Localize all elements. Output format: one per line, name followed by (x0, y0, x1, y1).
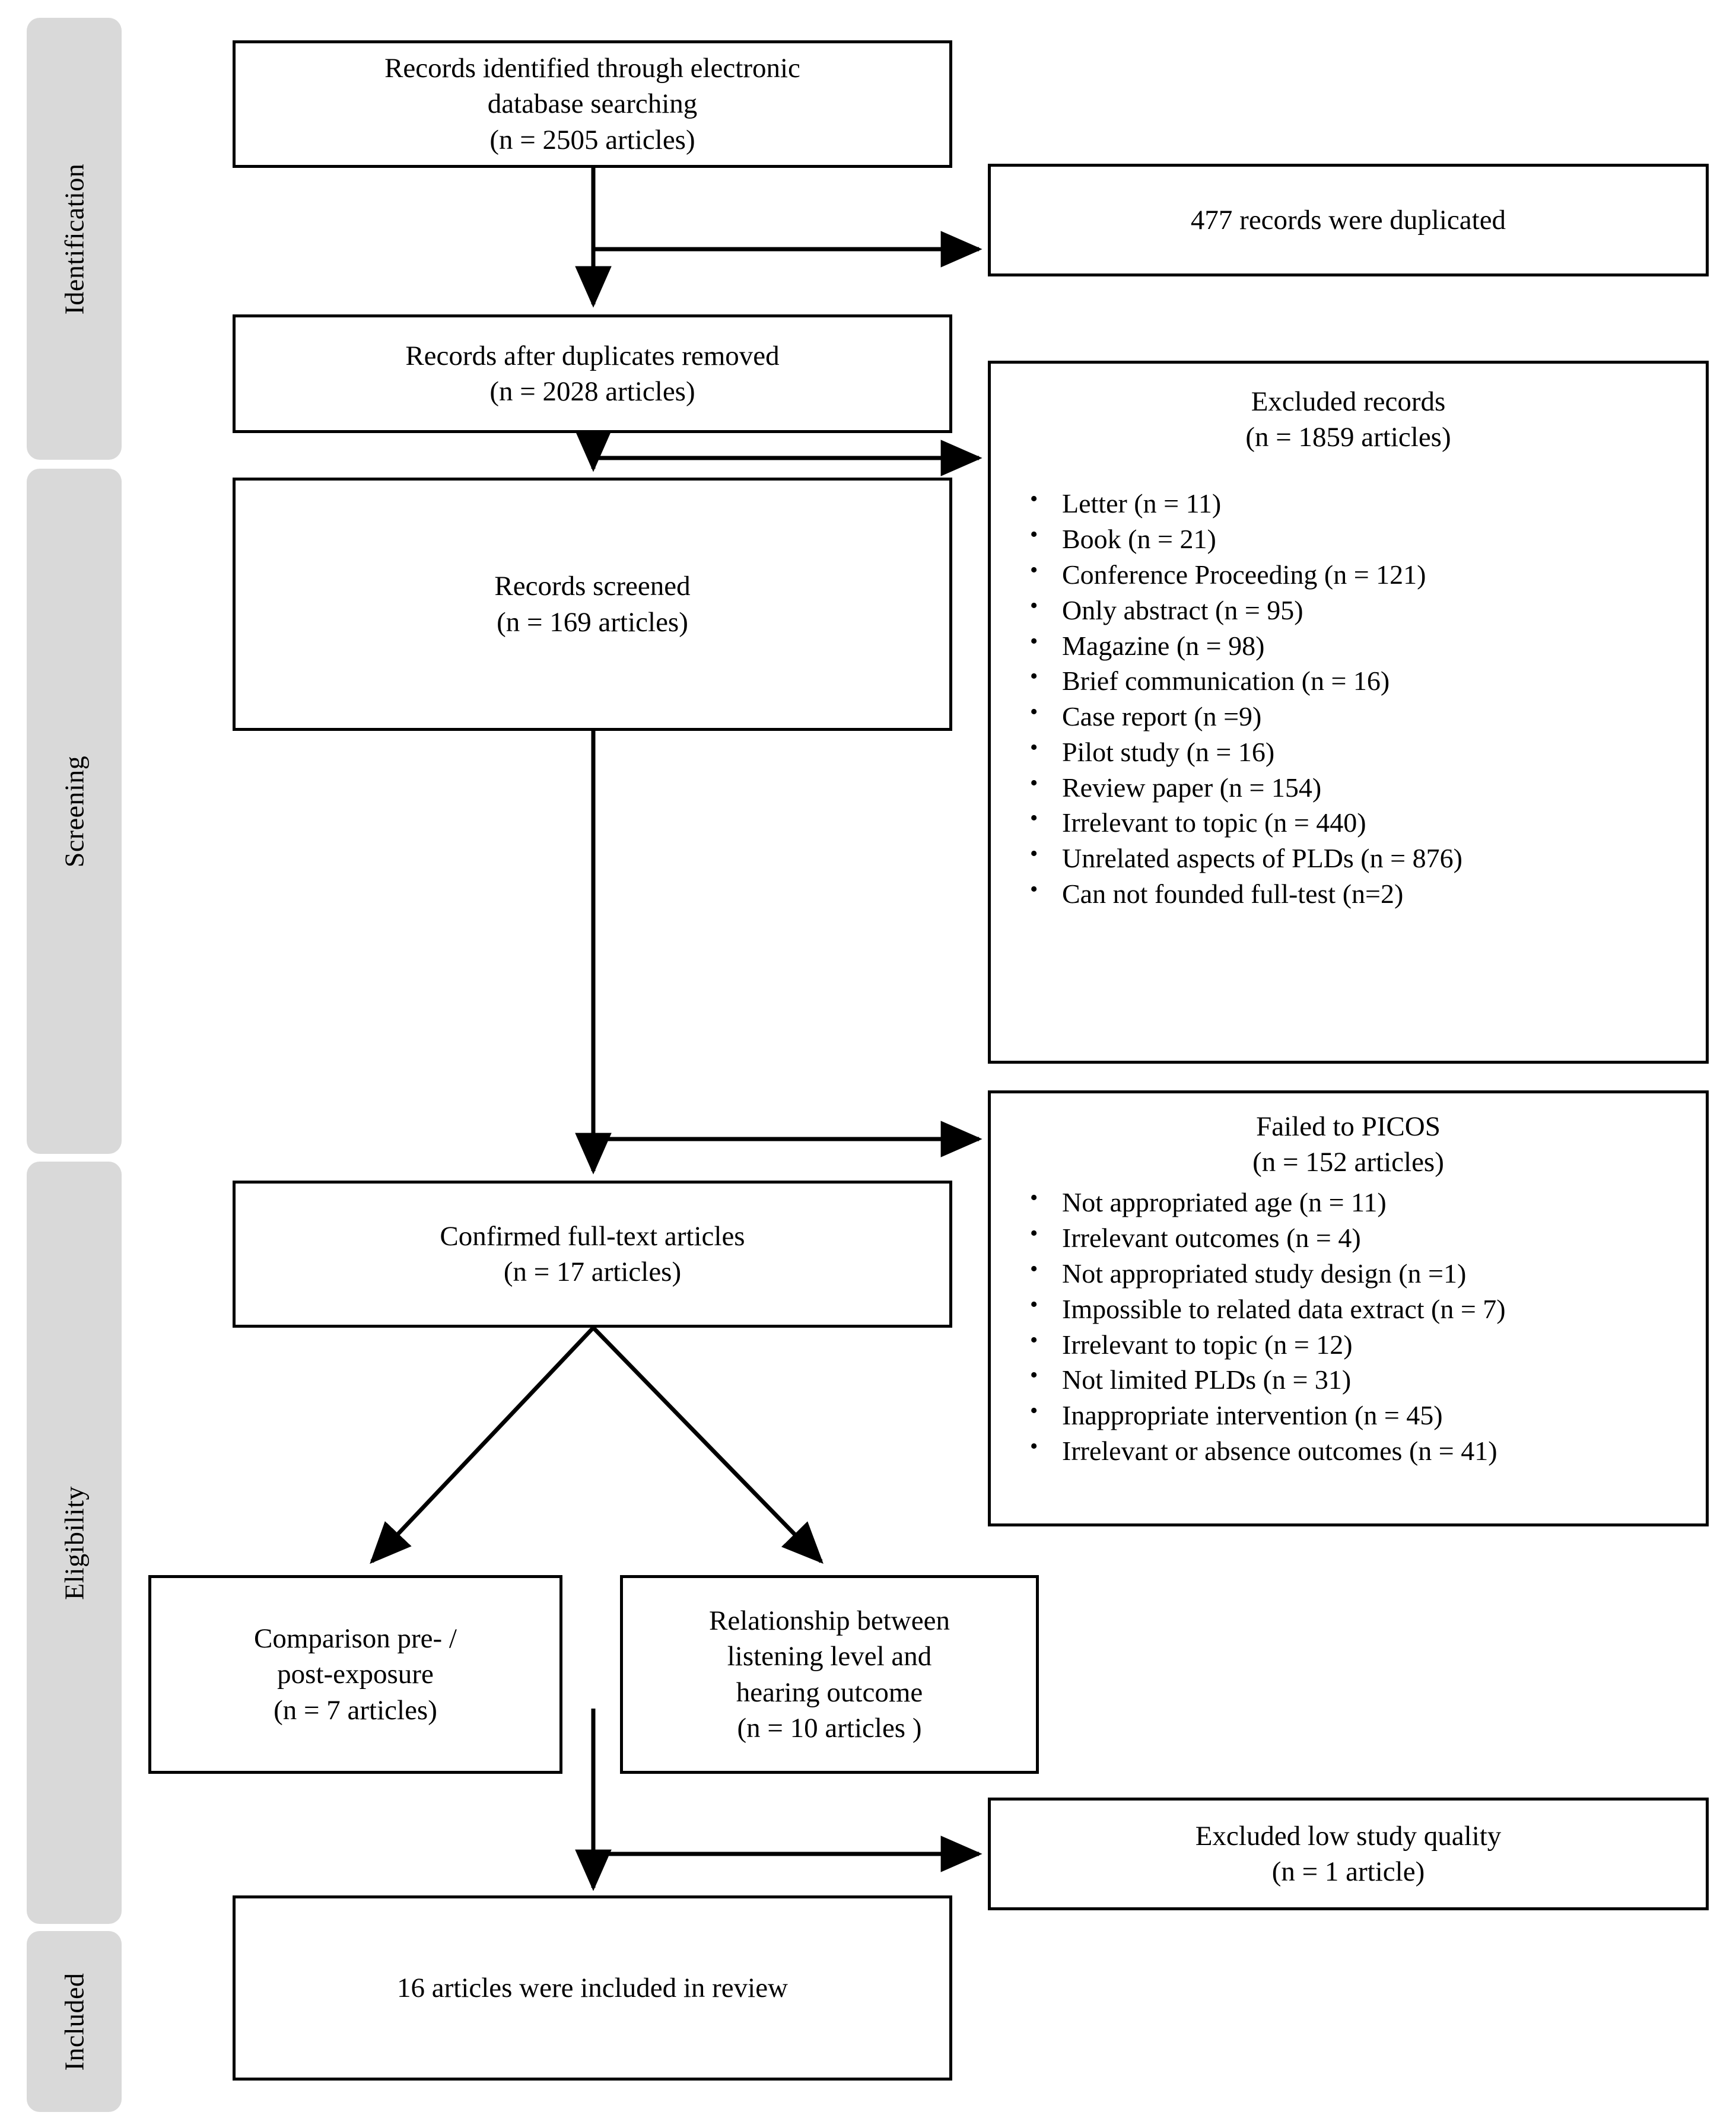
phase-band-screening: Screening (27, 469, 122, 1154)
box-final-included: 16 articles were included in review (233, 1895, 952, 2081)
list-item: Irrelevant to topic (n = 440) (1025, 804, 1706, 841)
box-comparison-pre-post-exposure: Comparison pre- / post-exposure (n = 7 a… (148, 1575, 562, 1774)
list-item: Irrelevant outcomes (n = 4) (1025, 1219, 1706, 1256)
phase-label-included: Included (59, 1973, 90, 2070)
phase-band-identification: Identification (27, 18, 122, 460)
list-item: Not appropriated age (n = 11) (1025, 1184, 1706, 1220)
failed-picos-heading: Failed to PICOS (n = 152 articles) (1252, 1111, 1444, 1178)
phase-label-eligibility: Eligibility (59, 1486, 90, 1600)
box-excluded-records: Excluded records (n = 1859 articles) Let… (988, 361, 1709, 1064)
list-item: Book (n = 21) (1025, 520, 1706, 557)
list-item: Not appropriated study design (n =1) (1025, 1255, 1706, 1292)
list-item: Only abstract (n = 95) (1025, 591, 1706, 628)
box-records-screened: Records screened (n = 169 articles) (233, 478, 952, 731)
list-item: Irrelevant to topic (n = 12) (1025, 1326, 1706, 1363)
list-item: Case report (n =9) (1025, 698, 1706, 734)
phase-label-screening: Screening (59, 755, 90, 867)
list-item: Review paper (n = 154) (1025, 769, 1706, 806)
list-item: Irrelevant or absence outcomes (n = 41) (1025, 1432, 1706, 1469)
box-records-identified: Records identified through electronic da… (233, 40, 952, 168)
box-confirmed-fulltext: Confirmed full-text articles (n = 17 art… (233, 1181, 952, 1328)
phase-band-eligibility: Eligibility (27, 1162, 122, 1924)
failed-picos-list: Not appropriated age (n = 11) Irrelevant… (991, 1184, 1706, 1469)
list-item: Not limited PLDs (n = 31) (1025, 1361, 1706, 1398)
box-failed-picos: Failed to PICOS (n = 152 articles) Not a… (988, 1090, 1709, 1526)
box-records-after-duplicates: Records after duplicates removed (n = 20… (233, 314, 952, 433)
list-item: Impossible to related data extract (n = … (1025, 1290, 1706, 1327)
box-duplicates-removed-count: 477 records were duplicated (988, 164, 1709, 276)
list-item: Brief communication (n = 16) (1025, 662, 1706, 699)
box-relationship-listening-hearing: Relationship between listening level and… (620, 1575, 1039, 1774)
excluded-records-heading: Excluded records (n = 1859 articles) (1245, 386, 1451, 453)
list-item: Pilot study (n = 16) (1025, 733, 1706, 770)
list-item: Letter (n = 11) (1025, 485, 1706, 521)
list-item: Conference Proceeding (n = 121) (1025, 556, 1706, 593)
list-item: Unrelated aspects of PLDs (n = 876) (1025, 839, 1706, 876)
box-excluded-low-study-quality: Excluded low study quality (n = 1 articl… (988, 1798, 1709, 1910)
list-item: Can not founded full-test (n=2) (1025, 875, 1706, 912)
list-item: Magazine (n = 98) (1025, 627, 1706, 664)
phase-band-included: Included (27, 1931, 122, 2112)
phase-label-identification: Identification (59, 163, 90, 314)
excluded-records-list: Letter (n = 11) Book (n = 21) Conference… (991, 485, 1706, 912)
list-item: Inappropriate intervention (n = 45) (1025, 1397, 1706, 1433)
